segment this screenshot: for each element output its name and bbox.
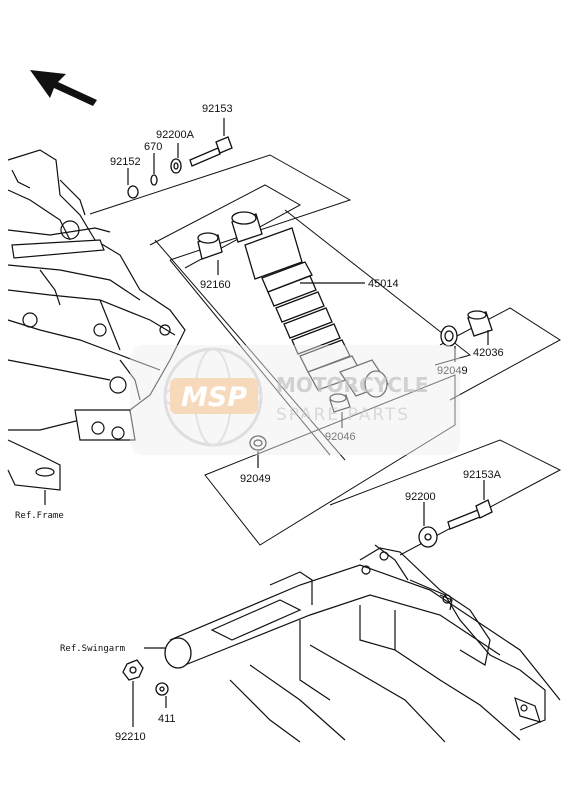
label-42036: 42036 xyxy=(473,347,504,359)
seal-92049-right xyxy=(440,325,458,362)
shock-absorber-45014 xyxy=(231,211,389,398)
label-411: 411 xyxy=(158,713,176,725)
ring-670 xyxy=(150,153,158,186)
label-92046: 92046 xyxy=(325,431,356,443)
label-92200: 92200 xyxy=(405,491,436,503)
label-92152: 92152 xyxy=(110,156,141,168)
label-92200a: 92200A xyxy=(156,129,195,141)
swingarm-assembly xyxy=(164,544,561,743)
washer-92200 xyxy=(418,502,438,548)
label-92049-right: 92049 xyxy=(437,365,468,377)
ref-frame-label: Ref.Frame xyxy=(15,511,64,521)
bolt-92153a xyxy=(447,480,493,530)
bushing-92046 xyxy=(329,393,351,428)
front-direction-arrow-icon xyxy=(30,70,97,106)
label-670: 670 xyxy=(144,141,162,153)
ref-swingarm-label: Ref.Swingarm xyxy=(60,644,125,654)
frame-assembly xyxy=(7,149,186,505)
seal-92049-left xyxy=(249,435,267,468)
label-45014: 45014 xyxy=(368,278,399,290)
label-92153: 92153 xyxy=(202,103,233,115)
label-92210: 92210 xyxy=(115,731,146,743)
label-92153a: 92153A xyxy=(463,469,502,481)
washer-411 xyxy=(155,682,169,708)
collar-42036 xyxy=(467,310,493,345)
label-92049-left: 92049 xyxy=(240,473,271,485)
watermark-title: MOTORCYCLE xyxy=(276,373,428,397)
bolt-92153 xyxy=(189,118,233,167)
nut-92210 xyxy=(122,659,144,727)
label-92160: 92160 xyxy=(200,279,231,291)
watermark-subtitle: SPARE PARTS xyxy=(276,405,410,425)
watermark-logo: MSP xyxy=(181,382,247,413)
watermark: MSP MOTORCYCLE SPARE PARTS xyxy=(130,345,460,455)
collar-92160 xyxy=(197,232,223,275)
nut-92152 xyxy=(127,168,139,199)
washer-92200a xyxy=(170,143,182,174)
